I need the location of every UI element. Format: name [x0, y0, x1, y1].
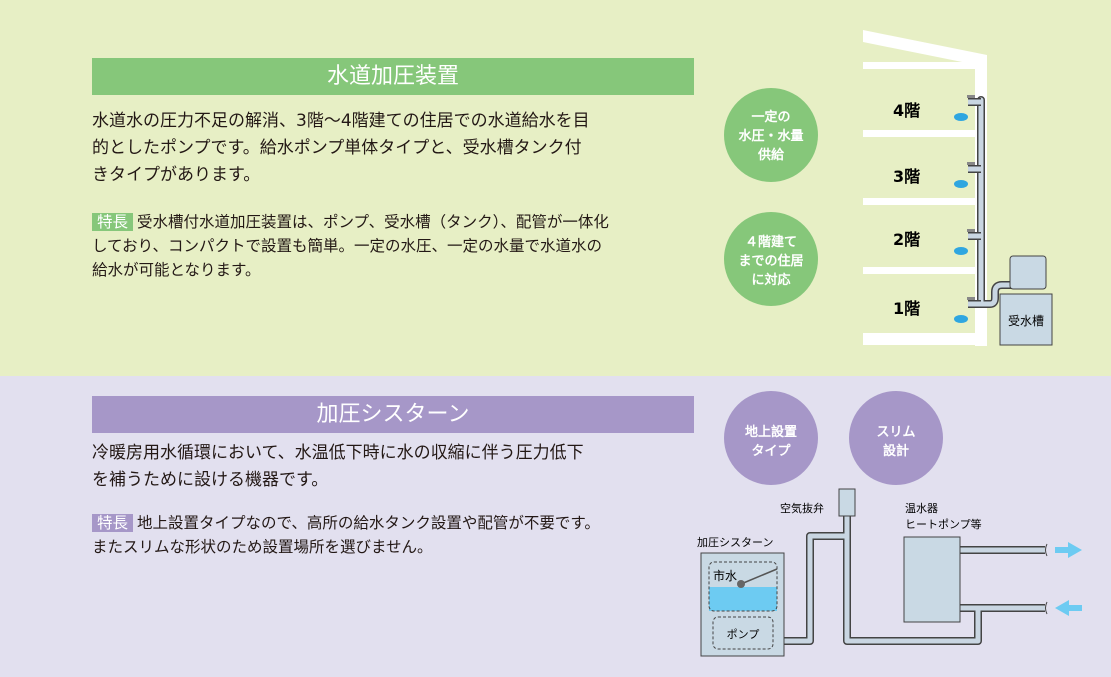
faucet-icon [954, 162, 981, 188]
text-line: 受水槽付水道加圧装置は、ポンプ、受水槽（タンク）、配管が一体化 [137, 213, 609, 231]
cistern-title: 加圧シスターン [92, 396, 694, 433]
text-line: しており、コンパクトで設置も簡単。一定の水圧、一定の水量で水道水の [92, 237, 602, 255]
badge-text: 地上設置 [745, 424, 797, 440]
cistern-feature: 特長地上設置タイプなので、高所の給水タンク設置や配管が不要です。 またスリムな形… [92, 511, 600, 559]
badge-text: 一定の [751, 109, 790, 125]
arrow-out-icon [1055, 542, 1082, 558]
booster-title: 水道加圧装置 [92, 58, 694, 95]
pump-label: ポンプ [727, 628, 760, 641]
air-valve [838, 488, 856, 517]
faucet-icon [954, 229, 981, 255]
badge-text: 供給 [757, 147, 785, 163]
heater-label: ヒートポンプ等 [905, 517, 982, 531]
water-tank: 受水槽 [999, 255, 1053, 346]
arrow-in-icon [1055, 600, 1082, 616]
faucet-icon [954, 297, 981, 323]
badge-text: に対応 [751, 272, 790, 288]
text-line: 水道水の圧力不足の解消、3階～4階建ての住居での水道給水を目 [92, 111, 590, 131]
floor-label: 4階 [893, 101, 920, 120]
text-line: 地上設置タイプなので、高所の給水タンク設置や配管が不要です。 [137, 514, 600, 532]
water-label: 市水 [713, 568, 737, 583]
pipe-break-icon [1045, 543, 1048, 615]
cistern-unit-label: 加圧シスターン [697, 536, 773, 549]
text-line: 給水が可能となります。 [92, 261, 261, 279]
tank-label: 受水槽 [1008, 314, 1044, 328]
floor-label: 2階 [893, 230, 920, 249]
floor-label: 3階 [893, 167, 920, 186]
badge-text: 水圧・水量 [738, 128, 803, 144]
badge-text: までの住居 [738, 253, 803, 269]
badge-ground-install: 地上設置 タイプ [724, 391, 818, 485]
water-heater [903, 536, 961, 623]
float-valve-icon [737, 580, 745, 588]
cistern-piping [784, 516, 1045, 645]
text-line: 冷暖房用水循環において、水温低下時に水の収縮に伴う圧力低下 [92, 443, 584, 463]
badge-text: 設計 [883, 443, 909, 459]
text-line: を補うために設ける機器です。 [92, 470, 329, 490]
riser-pipe [977, 96, 1016, 308]
text-line: 的としたポンプです。給水ポンプ単体タイプと、受水槽タンク付 [92, 138, 582, 158]
air-valve-label: 空気抜弁 [780, 501, 824, 515]
faucet-icon [954, 95, 981, 121]
cistern-unit: 市水 ポンプ [700, 552, 785, 657]
booster-description: 水道水の圧力不足の解消、3階～4階建ての住居での水道給水を目 的としたポンプです… [92, 108, 590, 189]
faucets [954, 95, 981, 323]
feature-tag: 特長 [92, 213, 134, 231]
feature-tag: 特長 [92, 514, 134, 532]
badge-text: タイプ [751, 444, 791, 459]
badge-four-stories: ４階建て までの住居 に対応 [724, 212, 818, 306]
badge-text: ４階建て [745, 234, 797, 250]
badge-slim-design: スリム 設計 [849, 391, 943, 485]
booster-feature: 特長受水槽付水道加圧装置は、ポンプ、受水槽（タンク）、配管が一体化 しており、コ… [92, 210, 609, 282]
badge-text: スリム [876, 425, 915, 440]
floor-label: 1階 [893, 299, 920, 318]
heater-label: 温水器 [905, 502, 938, 515]
text-line: きタイプがあります。 [92, 165, 261, 185]
badge-constant-pressure: 一定の 水圧・水量 供給 [724, 88, 818, 182]
text-line: またスリムな形状のため設置場所を選びません。 [92, 538, 433, 556]
cistern-description: 冷暖房用水循環において、水温低下時に水の収縮に伴う圧力低下 を補うために設ける機… [92, 440, 584, 494]
